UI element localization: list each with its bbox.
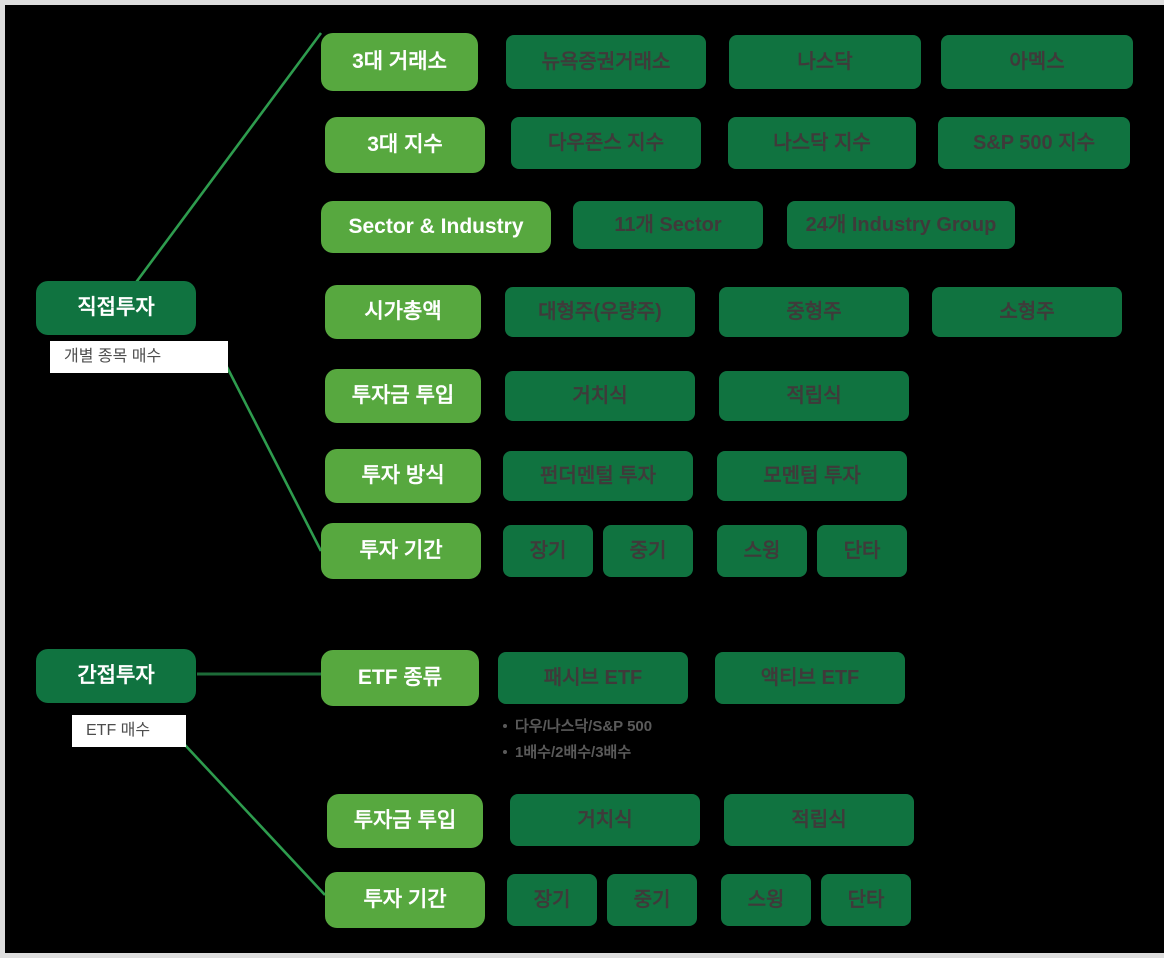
leaf-direct-mid-term-label: 중기: [629, 540, 667, 562]
leaf-direct-swing[interactable]: 스윙: [717, 525, 807, 577]
note-indirect-investment: ETF 매수: [72, 715, 186, 747]
root-node-indirect-investment[interactable]: 간접투자: [36, 649, 196, 703]
leaf-direct-day-trading-label: 단타: [843, 540, 881, 562]
leaf-indirect-installment-label: 적립식: [791, 809, 847, 831]
category-market-cap-label: 시가총액: [364, 300, 442, 324]
note-direct-investment: 개별 종목 매수: [50, 341, 228, 373]
category-sector-industry[interactable]: Sector & Industry: [321, 201, 551, 253]
leaf-momentum-investing-label: 모멘텀 투자: [763, 465, 861, 487]
leaf-nasdaq-label: 나스닥: [797, 51, 853, 73]
leaf-active-etf-label: 액티브 ETF: [760, 667, 860, 689]
category-direct-capital-input[interactable]: 투자금 투입: [325, 369, 481, 423]
leaf-24-industry-groups[interactable]: 24개 Industry Group: [787, 201, 1015, 249]
leaf-direct-installment-label: 적립식: [786, 385, 842, 407]
leaf-mid-cap-label: 중형주: [786, 301, 842, 323]
leaf-sp500-index[interactable]: S&P 500 지수: [938, 117, 1130, 169]
category-indirect-holding-period[interactable]: 투자 기간: [325, 872, 485, 928]
leaf-direct-lump-sum-label: 거치식: [572, 385, 628, 407]
diagram-canvas: 직접투자 개별 종목 매수 간접투자 ETF 매수 3대 거래소 뉴욕증권거래소…: [5, 5, 1164, 953]
leaf-24-industry-groups-label: 24개 Industry Group: [805, 214, 997, 236]
leaf-sp500-index-label: S&P 500 지수: [972, 132, 1096, 154]
connector-direct-to-exchanges: [115, 32, 323, 309]
leaf-amex[interactable]: 아멕스: [941, 35, 1133, 89]
leaf-direct-swing-label: 스윙: [743, 540, 781, 562]
leaf-passive-etf[interactable]: 패시브 ETF: [498, 652, 688, 704]
leaf-direct-day-trading[interactable]: 단타: [817, 525, 907, 577]
leaf-nasdaq-index-label: 나스닥 지수: [773, 132, 871, 154]
note-direct-investment-label: 개별 종목 매수: [64, 348, 162, 366]
leaf-nyse[interactable]: 뉴욕증권거래소: [506, 35, 706, 89]
leaf-indirect-day-trading-label: 단타: [847, 889, 885, 911]
category-investment-style-label: 투자 방식: [361, 464, 445, 488]
leaf-momentum-investing[interactable]: 모멘텀 투자: [717, 451, 907, 501]
leaf-indirect-lump-sum[interactable]: 거치식: [510, 794, 700, 846]
leaf-direct-installment[interactable]: 적립식: [719, 371, 909, 421]
passive-etf-bullet-list: 다우/나스닥/S&P 500 1배수/2배수/3배수: [503, 713, 803, 765]
category-direct-holding-period-label: 투자 기간: [359, 539, 443, 563]
bullet-item: 다우/나스닥/S&P 500: [503, 713, 803, 739]
leaf-nasdaq-index[interactable]: 나스닥 지수: [728, 117, 916, 169]
root-node-direct-investment-label: 직접투자: [77, 296, 155, 320]
category-indirect-holding-period-label: 투자 기간: [363, 888, 447, 912]
connector-direct-to-period: [225, 366, 323, 552]
category-market-cap[interactable]: 시가총액: [325, 285, 481, 339]
leaf-fundamental-investing-label: 펀더멘털 투자: [540, 465, 656, 487]
leaf-active-etf[interactable]: 액티브 ETF: [715, 652, 905, 704]
bullet-dot-icon: [503, 750, 507, 754]
bullet-item-label: 다우/나스닥/S&P 500: [515, 717, 653, 735]
category-exchanges-label: 3대 거래소: [352, 50, 447, 74]
leaf-direct-long-term-label: 장기: [529, 540, 567, 562]
leaf-indirect-mid-term[interactable]: 중기: [607, 874, 697, 926]
category-exchanges[interactable]: 3대 거래소: [321, 33, 478, 91]
category-indices-label: 3대 지수: [367, 133, 443, 157]
leaf-indirect-long-term[interactable]: 장기: [507, 874, 597, 926]
category-etf-types[interactable]: ETF 종류: [321, 650, 479, 706]
leaf-indirect-swing-label: 스윙: [747, 889, 785, 911]
leaf-indirect-day-trading[interactable]: 단타: [821, 874, 911, 926]
root-node-direct-investment[interactable]: 직접투자: [36, 281, 196, 335]
category-direct-capital-input-label: 투자금 투입: [351, 384, 455, 408]
category-indirect-capital-input[interactable]: 투자금 투입: [327, 794, 483, 848]
leaf-11-sectors-label: 11개 Sector: [614, 214, 722, 236]
category-indices[interactable]: 3대 지수: [325, 117, 485, 173]
category-etf-types-label: ETF 종류: [357, 666, 443, 690]
leaf-mid-cap[interactable]: 중형주: [719, 287, 909, 337]
leaf-dow-jones-index[interactable]: 다우존스 지수: [511, 117, 701, 169]
category-sector-industry-label: Sector & Industry: [348, 215, 524, 239]
connector-indirect-to-period: [184, 744, 326, 896]
bullet-dot-icon: [503, 724, 507, 728]
leaf-indirect-installment[interactable]: 적립식: [724, 794, 914, 846]
leaf-small-cap[interactable]: 소형주: [932, 287, 1122, 337]
leaf-dow-jones-index-label: 다우존스 지수: [548, 132, 664, 154]
category-investment-style[interactable]: 투자 방식: [325, 449, 481, 503]
root-node-indirect-investment-label: 간접투자: [77, 664, 155, 688]
leaf-indirect-swing[interactable]: 스윙: [721, 874, 811, 926]
leaf-direct-mid-term[interactable]: 중기: [603, 525, 693, 577]
leaf-direct-long-term[interactable]: 장기: [503, 525, 593, 577]
bullet-item: 1배수/2배수/3배수: [503, 739, 803, 765]
leaf-large-cap-label: 대형주(우량주): [538, 301, 662, 323]
leaf-indirect-mid-term-label: 중기: [633, 889, 671, 911]
leaf-passive-etf-label: 패시브 ETF: [543, 667, 643, 689]
leaf-indirect-lump-sum-label: 거치식: [577, 809, 633, 831]
category-indirect-capital-input-label: 투자금 투입: [353, 809, 457, 833]
note-indirect-investment-label: ETF 매수: [86, 722, 151, 740]
leaf-large-cap[interactable]: 대형주(우량주): [505, 287, 695, 337]
leaf-amex-label: 아멕스: [1009, 51, 1065, 73]
leaf-nasdaq[interactable]: 나스닥: [729, 35, 921, 89]
leaf-direct-lump-sum[interactable]: 거치식: [505, 371, 695, 421]
leaf-11-sectors[interactable]: 11개 Sector: [573, 201, 763, 249]
leaf-nyse-label: 뉴욕증권거래소: [541, 51, 671, 73]
leaf-fundamental-investing[interactable]: 펀더멘털 투자: [503, 451, 693, 501]
leaf-indirect-long-term-label: 장기: [533, 889, 571, 911]
leaf-small-cap-label: 소형주: [999, 301, 1055, 323]
category-direct-holding-period[interactable]: 투자 기간: [321, 523, 481, 579]
bullet-item-label: 1배수/2배수/3배수: [515, 743, 632, 761]
